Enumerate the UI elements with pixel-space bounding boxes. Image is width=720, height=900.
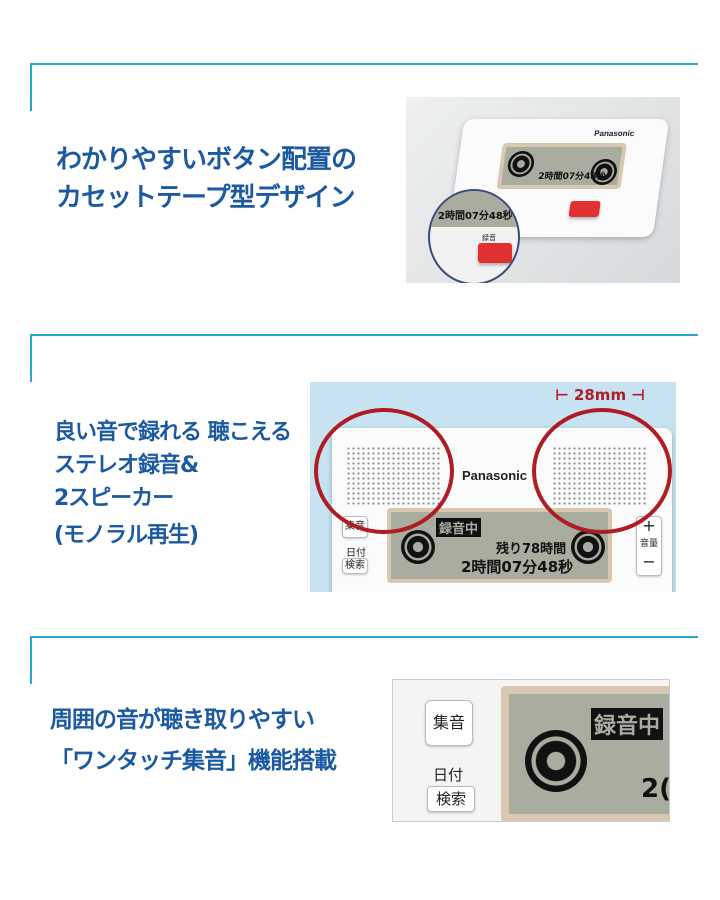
title-line: わかりやすいボタン配置の — [56, 145, 357, 175]
section-title-1: わかりやすいボタン配置の カセットテープ型デザイン — [56, 142, 357, 217]
record-button[interactable] — [568, 201, 601, 217]
lcd-status: 録音中 — [591, 708, 664, 740]
title-line: 2スピーカー — [54, 486, 174, 511]
minus-icon: − — [642, 552, 656, 571]
plus-icon: + — [642, 516, 656, 535]
lcd-screen: 録音中 2( — [501, 686, 670, 821]
zoom-bubble: 2時間07分48秒 録音 — [428, 189, 520, 283]
search-button[interactable]: 検索 — [342, 558, 368, 574]
product-photo-cassette-design: Panasonic 2時間07分48秒 2時間07分48秒 録音 — [406, 97, 680, 283]
title-line: 「ワンタッチ集音」機能搭載 — [50, 748, 337, 775]
section-frame-3 — [30, 636, 698, 684]
lcd-elapsed-zoom: 2時間07分48秒 — [438, 211, 513, 222]
lcd-screen: 2時間07分48秒 — [496, 143, 627, 189]
reel-icon — [401, 530, 435, 564]
lcd-elapsed-partial: 2( — [641, 774, 670, 804]
lcd-status: 録音中 — [436, 518, 482, 537]
lcd-elapsed: 2時間07分48秒 — [461, 558, 574, 576]
brand-logo: Panasonic — [462, 468, 528, 483]
record-label: 録音 — [482, 234, 496, 242]
title-line: ステレオ録音& — [54, 453, 199, 478]
dimension-value: 28mm — [573, 386, 627, 404]
reel-icon — [506, 151, 536, 177]
product-photo-focus-button: 集音 日付 検索 録音中 2( — [392, 679, 670, 822]
section-title-2: 良い音で録れる 聴こえる ステレオ録音& 2スピーカー (モノラル再生) — [54, 416, 292, 552]
lcd-zoom — [430, 191, 518, 227]
section-frame-2 — [30, 334, 698, 382]
dimension-label: ⊢ 28mm ⊣ — [555, 386, 646, 404]
title-line: 良い音で録れる 聴こえる — [54, 420, 292, 445]
title-line: (モノラル再生) — [54, 523, 199, 548]
volume-label: 音量 — [639, 539, 658, 549]
search-button[interactable]: 検索 — [427, 786, 475, 812]
title-line: 周囲の音が聴き取りやすい — [50, 707, 315, 733]
highlight-circle-right — [532, 408, 672, 534]
lcd-remaining: 残り78時間 — [496, 542, 567, 557]
reel-icon — [571, 530, 605, 564]
volume-button[interactable]: + 音量 − — [636, 516, 662, 576]
title-line: カセットテープ型デザイン — [56, 182, 355, 213]
section-title-3: 周囲の音が聴き取りやすい 「ワンタッチ集音」機能搭載 — [50, 700, 337, 783]
brand-logo: Panasonic — [593, 129, 635, 138]
highlight-circle-left — [314, 408, 454, 534]
section-frame-1 — [30, 63, 698, 111]
date-label: 日付 — [346, 548, 366, 559]
product-photo-speakers: ⊢ 28mm ⊣ Panasonic 集音 日付 検索 録音中 残り78時間 2… — [310, 382, 676, 592]
focus-sound-button[interactable]: 集音 — [425, 700, 473, 746]
record-button-zoom[interactable] — [478, 243, 512, 263]
lcd-elapsed: 2時間07分48秒 — [537, 172, 607, 182]
reel-icon — [525, 730, 587, 792]
date-label: 日付 — [433, 766, 464, 784]
